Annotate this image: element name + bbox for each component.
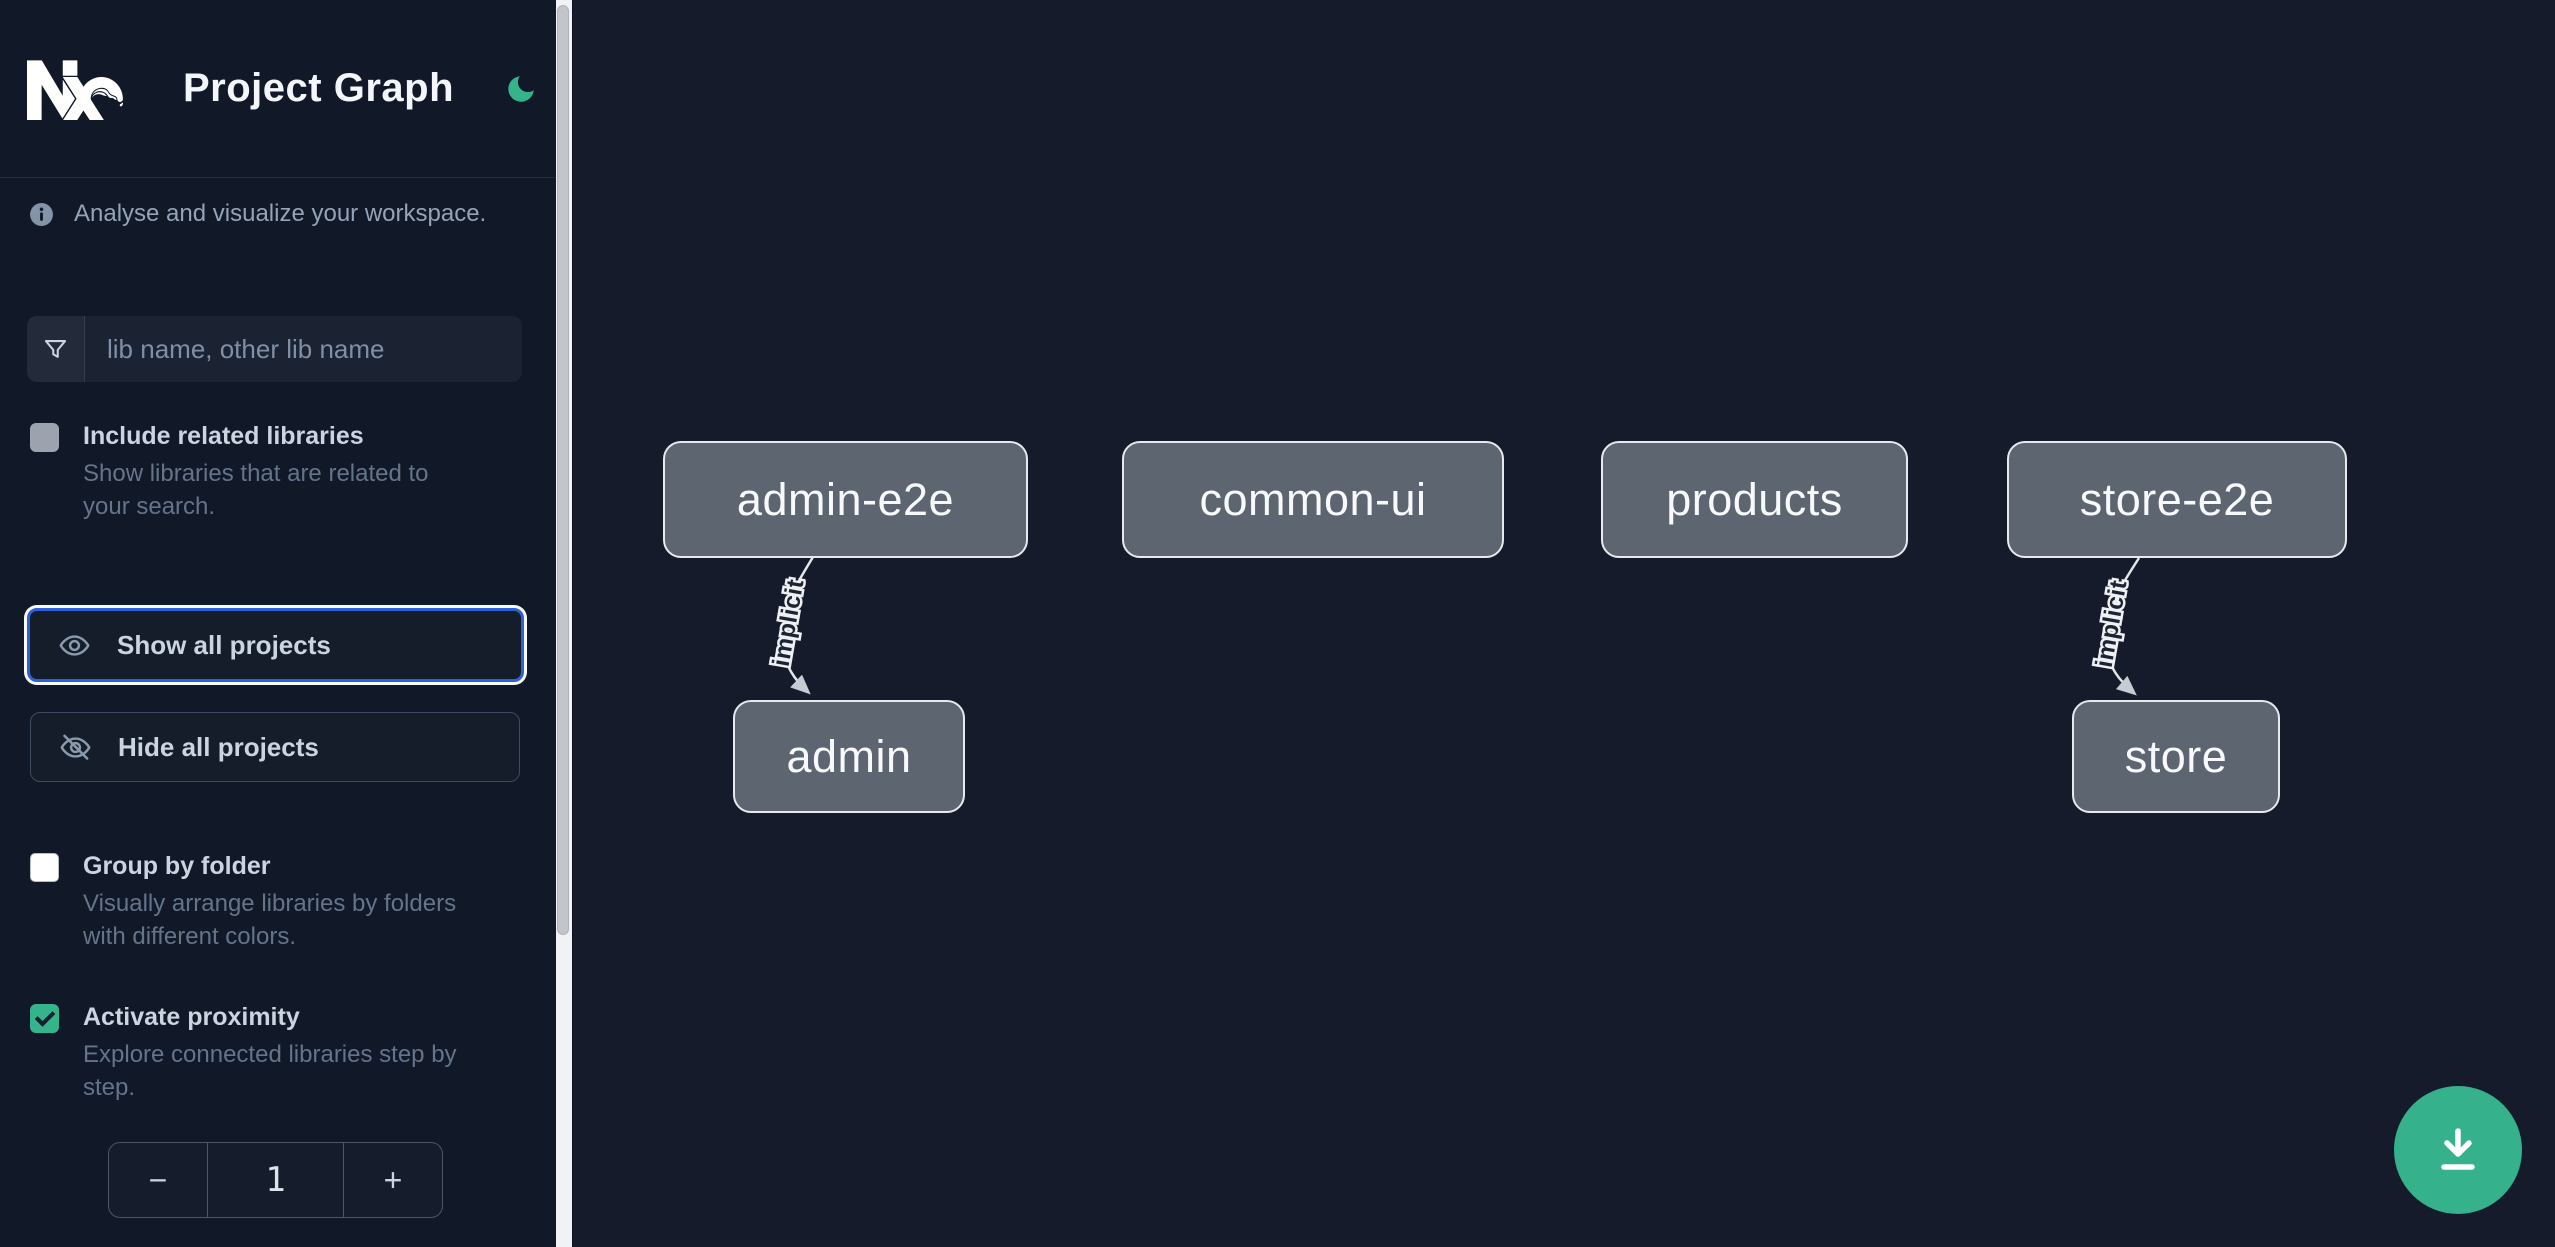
- button-label: Hide all projects: [118, 731, 319, 762]
- option-activate-proximity: Activate proximity Explore connected lib…: [30, 1002, 520, 1104]
- proximity-depth-stepper: − 1 +: [108, 1142, 443, 1218]
- graph-node-products[interactable]: products: [1601, 441, 1908, 558]
- tagline-text: Analyse and visualize your workspace.: [74, 200, 487, 227]
- sidebar-scrollbar-thumb[interactable]: [557, 5, 569, 935]
- decrement-button[interactable]: −: [109, 1143, 207, 1217]
- graph-node-admin-e2e[interactable]: admin-e2e: [663, 441, 1028, 558]
- filter-icon: [27, 316, 85, 382]
- theme-toggle-button[interactable]: [504, 72, 538, 106]
- sidebar-header: Project Graph: [0, 0, 556, 178]
- graph-node-admin[interactable]: admin: [733, 700, 965, 813]
- project-filter: [27, 316, 522, 382]
- sidebar-scrollbar-track: [556, 0, 572, 1247]
- option-label[interactable]: Include related libraries: [83, 422, 364, 450]
- graph-edge-admin-e2e-admin: [781, 556, 815, 695]
- nx-logo: [27, 59, 123, 120]
- graph-node-common-ui[interactable]: common-ui: [1122, 441, 1504, 558]
- search-input[interactable]: [85, 316, 522, 382]
- option-include-related-libraries: Include related libraries Show libraries…: [30, 421, 520, 523]
- option-group-by-folder: Group by folder Visually arrange librari…: [30, 851, 520, 953]
- graph-node-store-e2e[interactable]: store-e2e: [2007, 441, 2347, 558]
- option-label[interactable]: Activate proximity: [83, 1003, 300, 1031]
- edge-label-admin-e2e-admin: implicit: [768, 577, 810, 668]
- page-title: Project Graph: [183, 66, 455, 110]
- include-related-libraries-checkbox[interactable]: [30, 423, 59, 452]
- button-label: Show all projects: [117, 629, 331, 660]
- hide-all-projects-button[interactable]: Hide all projects: [30, 712, 520, 782]
- graph-node-store[interactable]: store: [2072, 700, 2280, 813]
- eye-off-icon: [60, 734, 91, 760]
- increment-button[interactable]: +: [344, 1143, 442, 1217]
- graph-edge-store-e2e-store: [2105, 557, 2141, 696]
- edge-label-store-e2e-store: implicit: [2091, 578, 2133, 669]
- eye-icon: [59, 634, 90, 656]
- option-description: Visually arrange libraries by folders wi…: [83, 890, 457, 950]
- moon-icon: [508, 75, 534, 102]
- info-icon: [30, 202, 53, 226]
- option-description: Explore connected libraries step by step…: [83, 1041, 457, 1101]
- group-by-folder-checkbox[interactable]: [30, 853, 59, 882]
- sidebar: Project Graph Analyse and visualize your…: [0, 0, 556, 1247]
- stepper-value: 1: [207, 1143, 344, 1217]
- workspace-tagline: Analyse and visualize your workspace.: [29, 200, 486, 228]
- show-all-projects-button[interactable]: Show all projects: [27, 608, 524, 682]
- download-icon: [2441, 1128, 2475, 1170]
- option-description: Show libraries that are related to your …: [83, 460, 429, 520]
- graph-canvas[interactable]: [572, 0, 2555, 1247]
- download-graph-button[interactable]: [2394, 1086, 2522, 1214]
- option-label[interactable]: Group by folder: [83, 852, 271, 880]
- activate-proximity-checkbox[interactable]: [30, 1004, 59, 1033]
